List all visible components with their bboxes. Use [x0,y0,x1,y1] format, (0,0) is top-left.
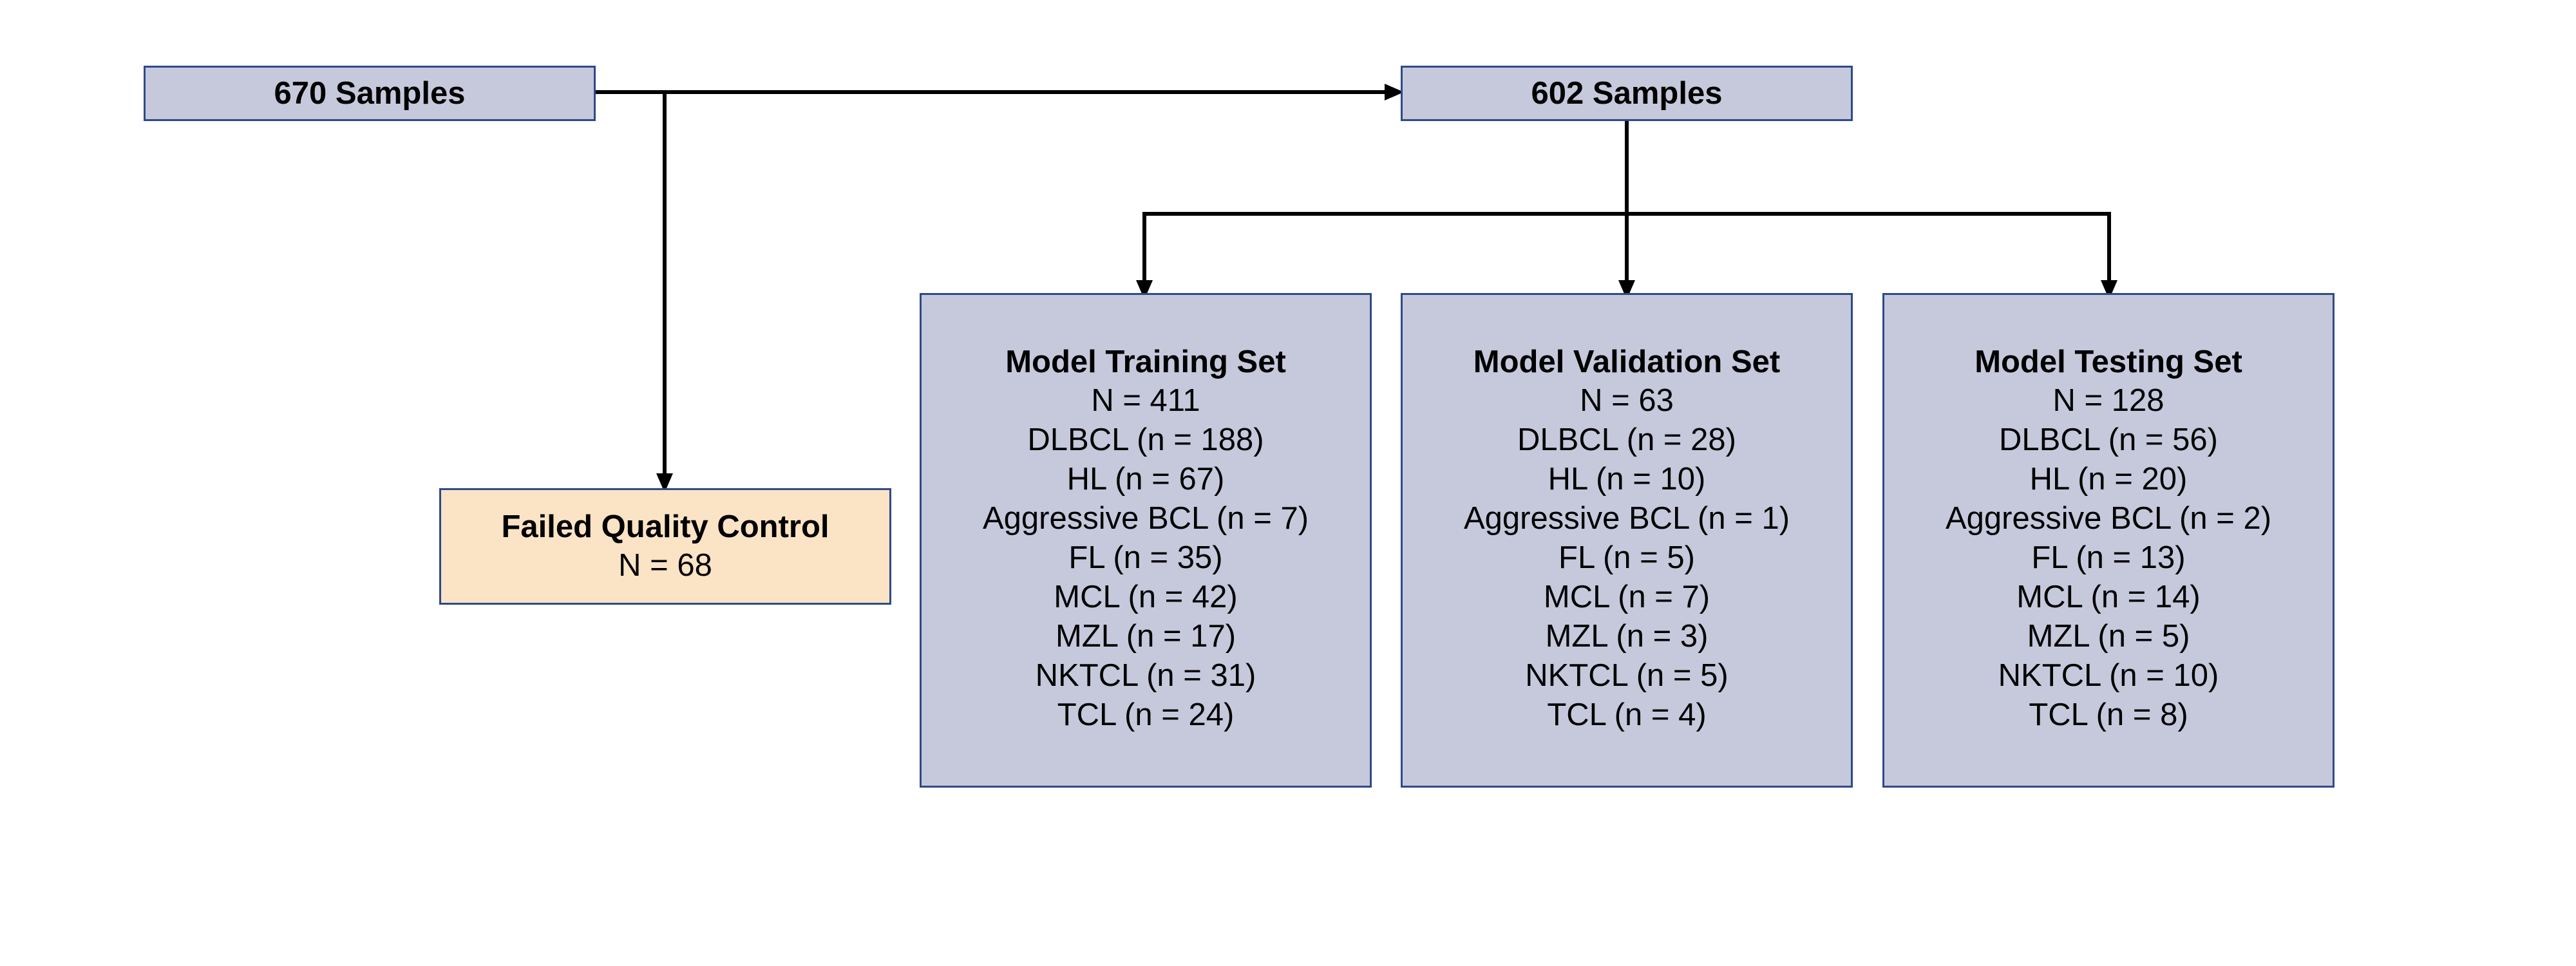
testing-set-node: Model Testing Set N = 128 DLBCL (n = 56)… [1882,293,2334,788]
training-set-line: MZL (n = 17) [1055,619,1236,654]
testing-set-line: MCL (n = 14) [2016,580,2201,614]
validation-set-line: DLBCL (n = 28) [1517,422,1736,457]
arrowhead-validation [1618,280,1635,299]
failed-qc-count: N = 68 [618,548,712,583]
validation-set-line: FL (n = 5) [1558,540,1695,575]
training-set-line: HL (n = 67) [1066,462,1225,497]
arrowhead-testing [2101,280,2117,299]
validation-set-title: Model Validation Set [1473,345,1781,379]
failed-qc-node: Failed Quality Control N = 68 [439,488,891,605]
failed-qc-title: Failed Quality Control [501,509,829,544]
testing-set-line: MZL (n = 5) [2027,619,2190,654]
testing-set-line: FL (n = 13) [2031,540,2186,575]
validation-set-line: TCL (n = 4) [1547,697,1707,732]
testing-set-title: Model Testing Set [1975,345,2242,379]
training-set-line: FL (n = 35) [1068,540,1223,575]
training-set-line: N = 411 [1091,383,1200,418]
training-set-line: MCL (n = 42) [1054,580,1238,614]
validation-set-line: N = 63 [1580,383,1674,418]
training-set-line: DLBCL (n = 188) [1027,422,1264,457]
arrowhead-training [1136,280,1153,299]
passed-node: 602 Samples [1401,66,1853,121]
testing-set-line: TCL (n = 8) [2029,697,2188,732]
passed-node-label: 602 Samples [1531,76,1723,111]
validation-set-line: Aggressive BCL (n = 1) [1463,501,1790,536]
testing-set-line: Aggressive BCL (n = 2) [1945,501,2272,536]
training-set-node: Model Training Set N = 411 DLBCL (n = 18… [920,293,1372,788]
testing-set-line: DLBCL (n = 56) [1999,422,2218,457]
arrowhead-failed [656,473,673,493]
testing-set-line: N = 128 [2052,383,2164,418]
start-node-label: 670 Samples [274,76,466,111]
testing-set-line: HL (n = 20) [2029,462,2188,497]
validation-set-line: HL (n = 10) [1548,462,1706,497]
validation-set-node: Model Validation Set N = 63 DLBCL (n = 2… [1401,293,1853,788]
training-set-title: Model Training Set [1005,345,1286,379]
validation-set-line: NKTCL (n = 5) [1525,658,1728,693]
training-set-line: TCL (n = 24) [1057,697,1235,732]
arrowhead-passed [1385,84,1404,100]
training-set-line: NKTCL (n = 31) [1035,658,1256,693]
start-node: 670 Samples [144,66,596,121]
validation-set-line: MCL (n = 7) [1543,580,1710,614]
training-set-line: Aggressive BCL (n = 7) [982,501,1309,536]
testing-set-line: NKTCL (n = 10) [1998,658,2219,693]
validation-set-line: MZL (n = 3) [1545,619,1709,654]
